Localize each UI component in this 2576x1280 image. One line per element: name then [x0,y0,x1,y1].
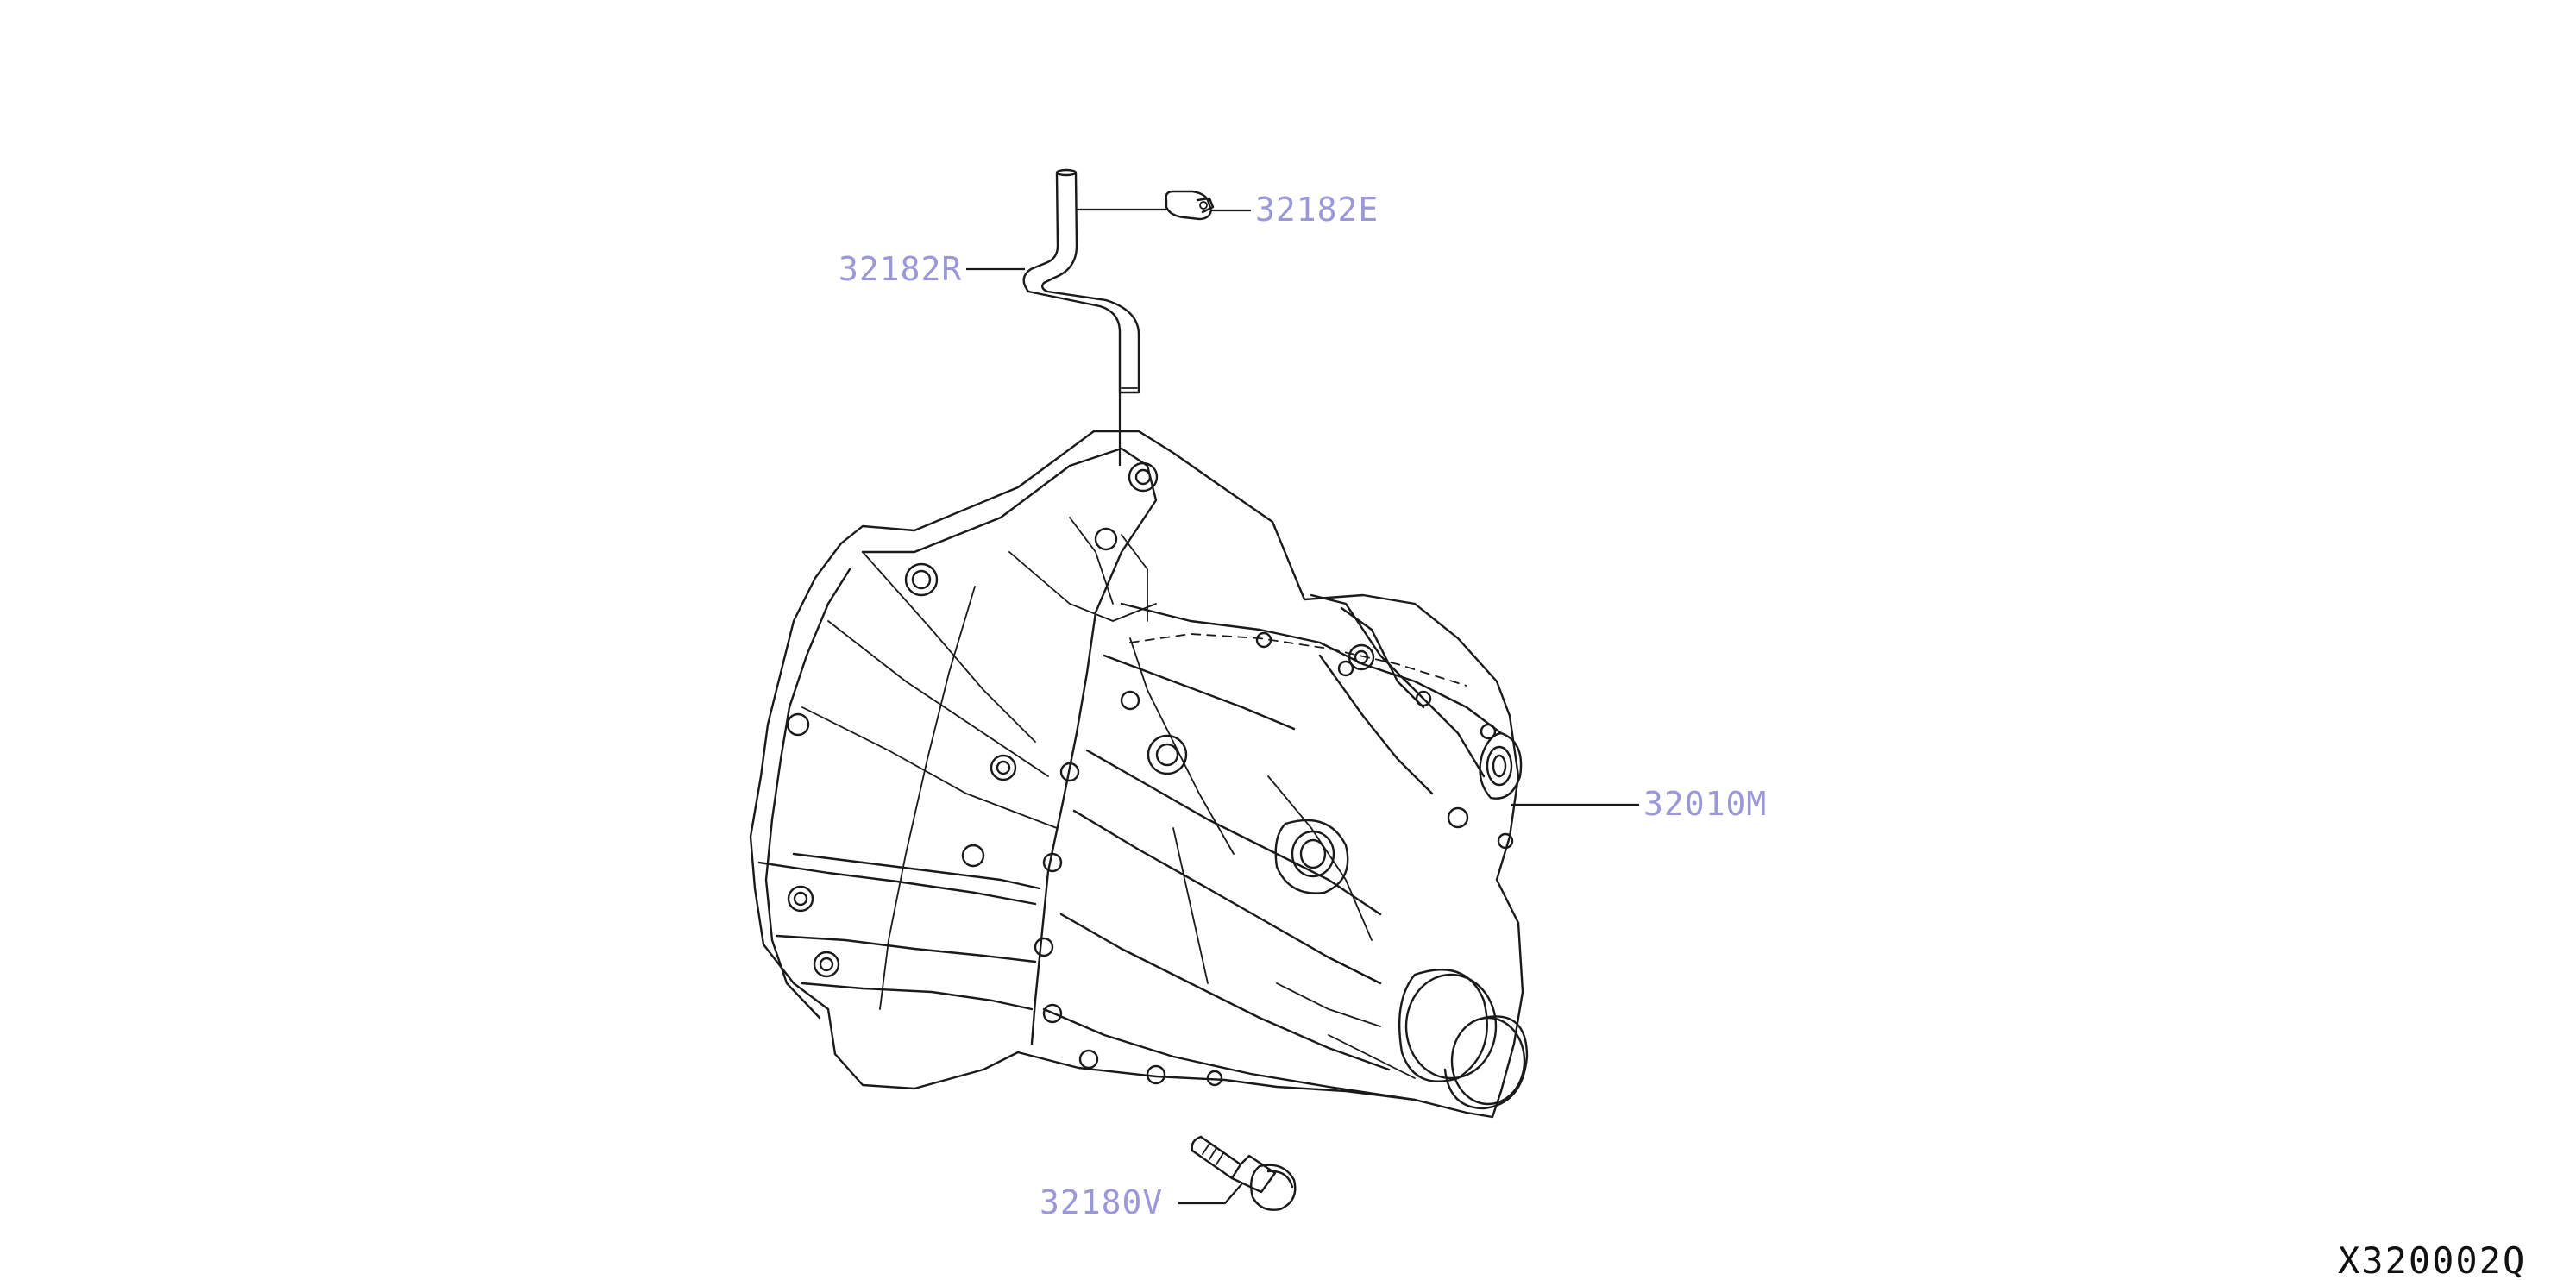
vent-hose-drawing [1022,168,1140,394]
drawing-code: X320002Q [2338,1239,2526,1280]
vent-clip-drawing [1165,190,1215,221]
flange-bolts [1034,631,1514,1087]
callout-32010M: 32010M [1643,785,1767,823]
callout-32182E: 32182E [1255,191,1379,229]
leader-32180V [1178,1183,1243,1205]
callout-32182R: 32182R [839,250,962,288]
leader-lines [966,208,1639,1205]
bolt-drawing [1191,1135,1297,1211]
callout-32180V: 32180V [1040,1183,1163,1221]
transaxle-case-drawing [749,430,1529,1119]
